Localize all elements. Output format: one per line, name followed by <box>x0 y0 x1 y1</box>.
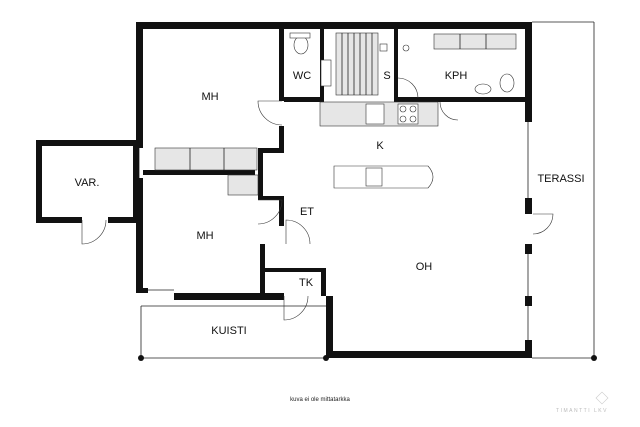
door-swings <box>81 77 554 321</box>
kitchen-counters <box>319 101 439 189</box>
room-label-kph: KPH <box>445 70 468 82</box>
room-label-mh-2: MH <box>196 230 213 242</box>
scale-disclaimer: kuva ei ole mittatarkka <box>290 397 350 403</box>
room-label-k: K <box>376 140 384 152</box>
room-label-wc: WC <box>293 70 311 82</box>
porch-outline <box>138 305 329 361</box>
wardrobes <box>154 147 259 196</box>
room-label-oh: OH <box>416 261 433 273</box>
bathroom-fixtures <box>402 33 517 95</box>
room-label-tk: TK <box>299 277 314 289</box>
room-label-et: ET <box>300 206 314 218</box>
logo-text: TIMANTTI LKV <box>556 408 608 414</box>
wc-fixtures <box>289 32 332 87</box>
room-label-terassi: TERASSI <box>537 173 584 185</box>
company-logo: TIMANTTI LKV <box>556 391 609 414</box>
room-labels: MH WC S KPH K VAR. TERASSI ET MH OH TK K… <box>75 70 585 337</box>
exterior-walls <box>136 22 532 358</box>
room-label-var: VAR. <box>75 177 100 189</box>
terrace-outline <box>532 21 597 361</box>
room-label-kuisti: KUISTI <box>211 325 246 337</box>
storage-building <box>36 140 139 223</box>
room-label-mh-1: MH <box>201 91 218 103</box>
room-label-s: S <box>383 70 390 82</box>
sauna-benches <box>335 32 388 96</box>
